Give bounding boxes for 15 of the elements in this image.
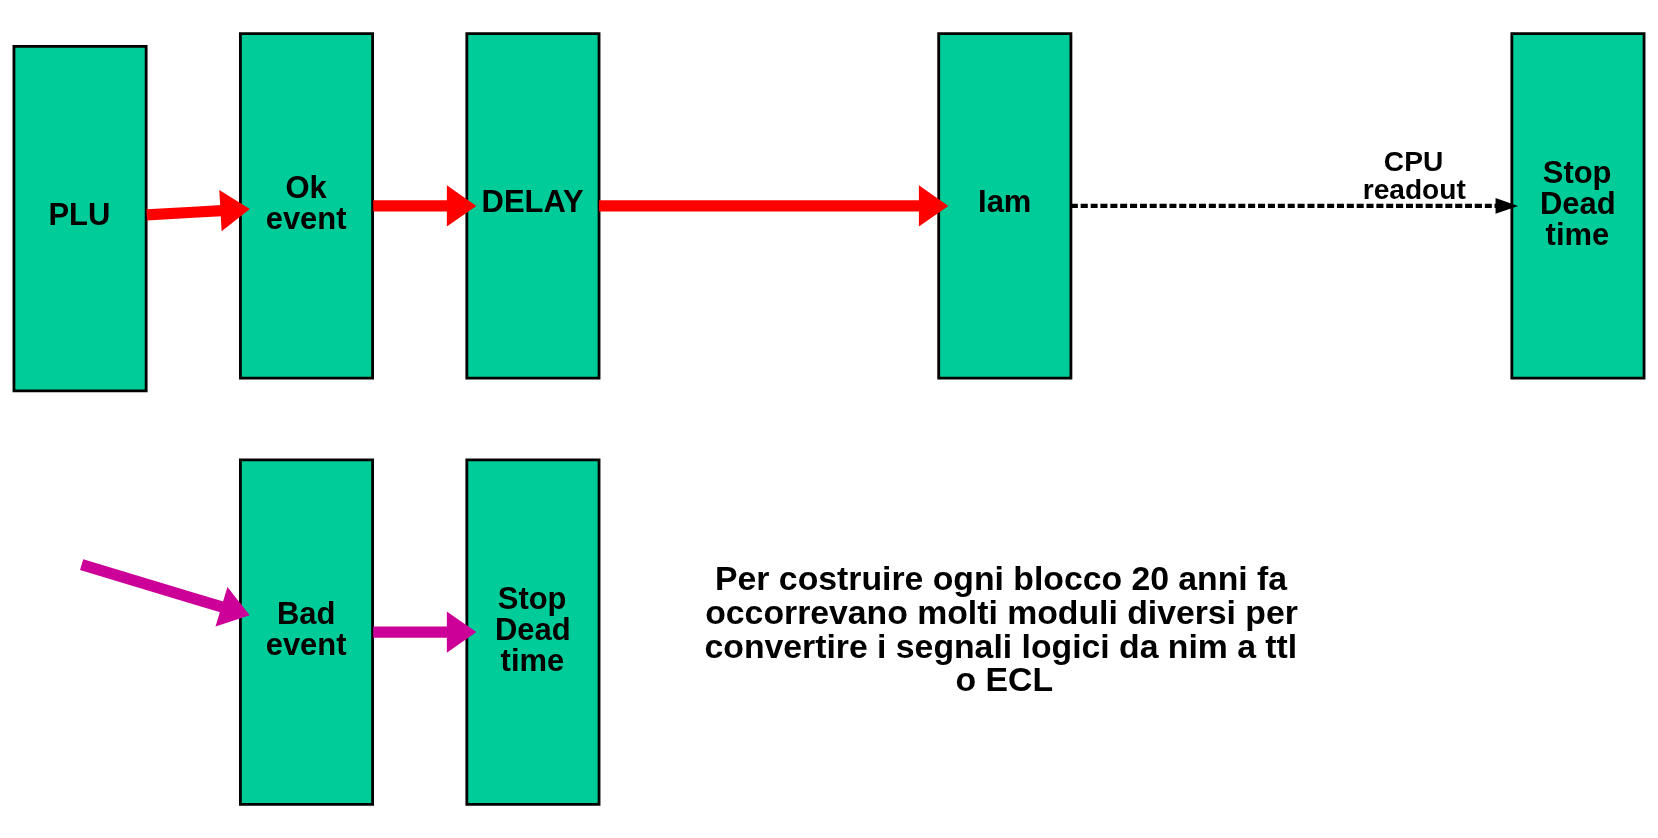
edge-label: CPU readout xyxy=(1362,145,1466,205)
node-box: Iam xyxy=(937,32,1073,380)
arrow xyxy=(1071,198,1519,214)
arrow xyxy=(373,185,477,227)
arrow xyxy=(373,611,477,653)
label: Per costruire ogni blocco 20 anni fa occorrevano molti moduli diversi per convertire i segnali logici da nim a ttl o ECL xyxy=(704,559,1298,699)
node-box: Stop Dead time xyxy=(1510,32,1646,380)
node-box: PLU xyxy=(12,44,148,393)
node-box: Stop Dead time xyxy=(465,458,601,806)
arrow xyxy=(146,190,250,232)
node-box: DELAY xyxy=(465,32,601,380)
arrow xyxy=(80,559,250,627)
node-box: Ok event xyxy=(239,32,374,380)
node-box: Bad event xyxy=(239,458,374,806)
arrow xyxy=(599,185,949,227)
